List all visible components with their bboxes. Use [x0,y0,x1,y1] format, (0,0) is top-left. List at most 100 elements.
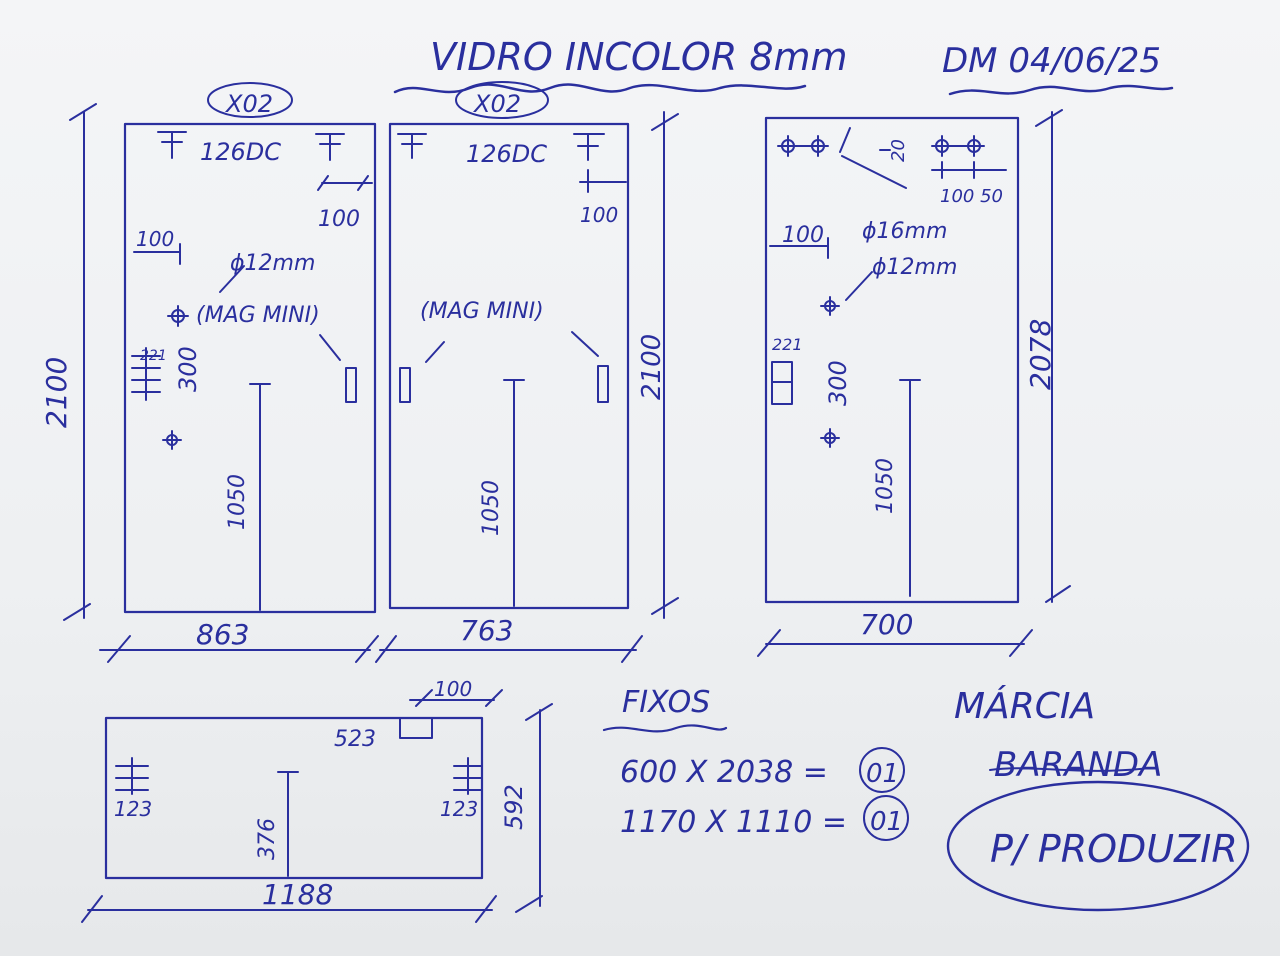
door-3-side-offset-line [769,237,829,259]
client-note: P/ PRODUZIR [990,827,1238,871]
bottom-panel-notch-offset: 100 [434,677,472,701]
door-1-top-fittings [157,131,345,161]
door-3-top-gap: 20 [888,139,909,162]
bottom-panel-notch-pos: 523 [334,727,376,752]
door-2-magnet-leaders [425,331,599,363]
fixed-item-2-size: 1170 X 1110 = [620,805,847,840]
door-2-width-line [375,635,643,663]
door-1-hole-lower-cross [162,430,182,450]
door-1-handle-height-line [249,383,271,611]
fixed-title: FIXOS [622,685,710,720]
client-note-ellipse [946,780,1250,912]
fixed-item-1-size: 600 X 2038 = [620,755,828,790]
bottom-panel-right-hinge [453,757,483,795]
door-2-magnet: (MAG MINI) [420,299,544,324]
door-3-height: 2078 [1024,319,1057,390]
bottom-panel-width-line [81,895,497,923]
door-3-handle-height: 1050 [873,458,898,514]
door-3-width-line [757,629,1033,657]
door-1-tag-circle [207,82,293,118]
door-3-height-line [1035,109,1071,603]
door-3-hinge-spacing: 300 [824,360,852,406]
client-info: MÁRCIA BARANDA P/ PRODUZIR [946,685,1250,912]
bottom-panel-outline [104,716,484,880]
door-2-handle-height-line [503,379,525,607]
fixed-item-2-qty-circle [863,795,909,841]
bottom-panel-notch-offset-line [409,689,503,707]
header-date: DM 04/06/25 [942,41,1161,81]
door-1-outline [123,122,377,614]
door-3-top-gap-line [839,127,907,189]
door-1-side-offset-line [133,243,181,265]
door-2-top-fittings [397,133,605,161]
client-name: MÁRCIA [954,685,1095,727]
header-title-underline [393,83,807,94]
bottom-panel-height-line [515,703,553,913]
door-1-top-offset: 100 [318,207,360,232]
bottom-panel-center-height: 376 [255,818,280,860]
door-2-magnet-fitting-left [399,367,411,403]
door-1: X02 126DC 100 100 ϕ12mm (MAG MINI) 221 3… [40,82,379,663]
client-place-strike [989,767,1151,772]
door-2-width: 763 [460,614,513,647]
door-3-hole-upper-cross [820,296,840,316]
door-1-hole-leader [219,265,245,293]
door-1-width-line [99,635,379,663]
door-3-offsets-line [931,161,1007,179]
door-3-holes-crosses [777,135,985,157]
client-place: BARANDA [994,745,1162,785]
bottom-panel-left-hinge-value: 123 [114,797,152,821]
door-1-height-line [63,103,97,621]
door-2-outline [388,122,630,610]
door-1-width: 863 [196,618,249,651]
bottom-panel-height: 592 [500,784,528,830]
fixed-panes-list: FIXOS 600 X 2038 = 01 1170 X 1110 = 01 [602,685,909,841]
door-1-hinge-spacing: 300 [174,346,202,392]
door-3-hole-16: ϕ16mm [862,219,947,244]
door-3-width: 700 [860,608,913,641]
fixed-item-1-qty: 01 [866,759,899,789]
header-title: VIDRO INCOLOR 8mm [430,35,848,79]
door-1-hole-cross [167,305,189,327]
door-2-tag-circle [455,81,549,119]
bottom-panel-width: 1188 [262,878,333,911]
fixed-item-2-qty: 01 [870,807,903,837]
door-3-hole-leader [845,271,873,301]
door-1-magnet-fitting [345,367,357,403]
door-3-offsets: 100 50 [940,186,1003,207]
door-1-top-offset-line [317,175,373,191]
door-2-height: 2100 [637,334,667,400]
door-3: 20 100 50 100 ϕ16mm ϕ12mm 221 300 1050 2… [757,109,1071,657]
fixed-title-underline [602,724,728,733]
door-1-hole-diameter: ϕ12mm [230,251,315,276]
door-3-hole-lower-cross [820,428,840,448]
door-2-top-offset: 100 [580,203,618,227]
door-1-magnet-leader [319,334,341,361]
door-2-height-line [651,111,679,619]
door-1-code: 126DC [200,138,281,166]
door-2-tag: X02 [472,90,521,118]
door-1-hinge-value: 221 [140,348,167,364]
door-1-handle-height: 1050 [225,474,250,530]
bottom-panel-notch [399,717,433,739]
door-3-outline [764,116,1020,604]
bottom-panel-left-hinge [115,757,149,795]
header-date-underline [948,84,1174,96]
door-2: X02 126DC 100 (MAG MINI) 1050 2100 763 [375,81,679,663]
bottom-panel: 100 523 123 123 376 592 1188 [81,677,553,923]
door-2-top-offset-line [579,169,627,193]
bottom-panel-center-height-line [277,771,299,877]
fixed-item-1-qty-circle [859,747,905,793]
door-3-hole-12: ϕ12mm [872,255,957,280]
door-1-side-offset: 100 [136,227,174,251]
door-1-tag: X02 [224,90,273,118]
bottom-panel-right-hinge-value: 123 [440,797,478,821]
door-1-height: 2100 [40,357,73,428]
door-3-handle-height-line [899,379,921,597]
door-1-magnet: (MAG MINI) [196,303,320,328]
door-2-magnet-fitting-right [597,365,609,403]
door-2-handle-height: 1050 [479,480,504,536]
door-1-hinge [131,347,161,401]
